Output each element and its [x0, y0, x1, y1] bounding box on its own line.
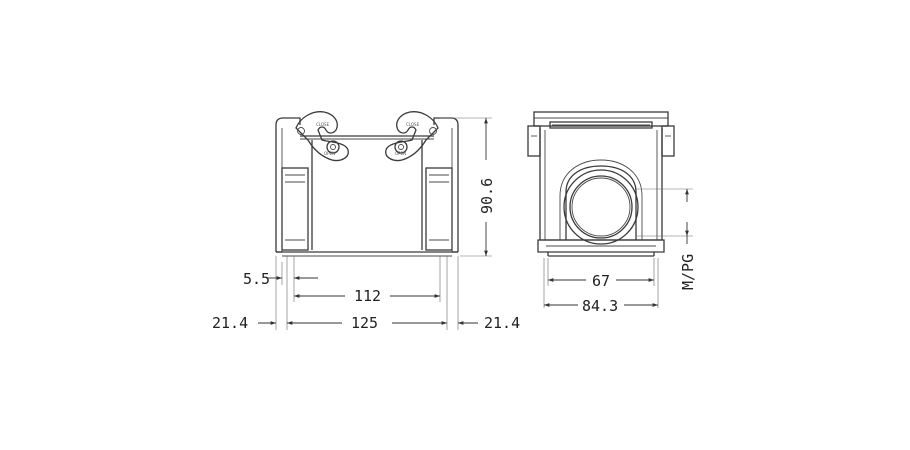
left-pillar: [275, 117, 313, 253]
dim-overhang-right: 21.4: [458, 314, 520, 332]
dim-offset-small-label: 5.5: [243, 270, 270, 288]
dim-inner-width: 112: [294, 287, 440, 305]
right-open-mark: OPEN: [395, 151, 406, 156]
dim-side-overall: 84.3: [544, 297, 658, 315]
dim-overall-width-label: 125: [351, 314, 378, 332]
left-close-mark: CLOSE: [316, 122, 330, 127]
left-locking-lever: CLOSE OPEN: [295, 111, 349, 162]
right-locking-lever: CLOSE OPEN: [385, 111, 439, 162]
dim-overhang-left: 21.4: [212, 314, 276, 332]
dim-thread: M/PG: [679, 189, 697, 290]
left-open-mark: OPEN: [324, 151, 335, 156]
side-housing-body: [537, 128, 665, 257]
dim-side-inner-label: 67: [592, 272, 610, 290]
left-lever-pivot: [326, 140, 340, 154]
side-top-rail: [533, 111, 669, 127]
right-pillar: [421, 117, 459, 253]
cable-gland-outer: [563, 169, 639, 245]
dim-height-label: 90.6: [478, 178, 496, 214]
side-left-clip: [527, 125, 541, 157]
right-lever-pivot: [394, 140, 408, 154]
cable-entry: [559, 159, 643, 245]
left-seal-block: [281, 167, 309, 251]
dim-thread-label: M/PG: [679, 254, 697, 290]
dim-height: 90.6: [478, 117, 496, 256]
right-close-mark: CLOSE: [406, 122, 420, 127]
dim-side-inner: 67: [548, 272, 654, 290]
front-view: CLOSE OPEN CLOSE OPEN 5: [212, 111, 520, 332]
dim-overall-width: 125: [287, 314, 447, 332]
side-top-flange: [527, 111, 675, 157]
cable-gland-ring: [569, 175, 633, 239]
dim-offset-small: 5.5: [243, 270, 318, 288]
dim-overhang-right-label: 21.4: [484, 314, 520, 332]
dim-overhang-left-label: 21.4: [212, 314, 248, 332]
side-right-clip: [661, 125, 675, 157]
dim-inner-width-label: 112: [354, 287, 381, 305]
front-extension-lines: [275, 117, 492, 330]
right-seal-block: [425, 167, 453, 251]
dim-side-overall-label: 84.3: [582, 297, 618, 315]
side-view: 67 84.3 M/PG: [527, 111, 697, 315]
